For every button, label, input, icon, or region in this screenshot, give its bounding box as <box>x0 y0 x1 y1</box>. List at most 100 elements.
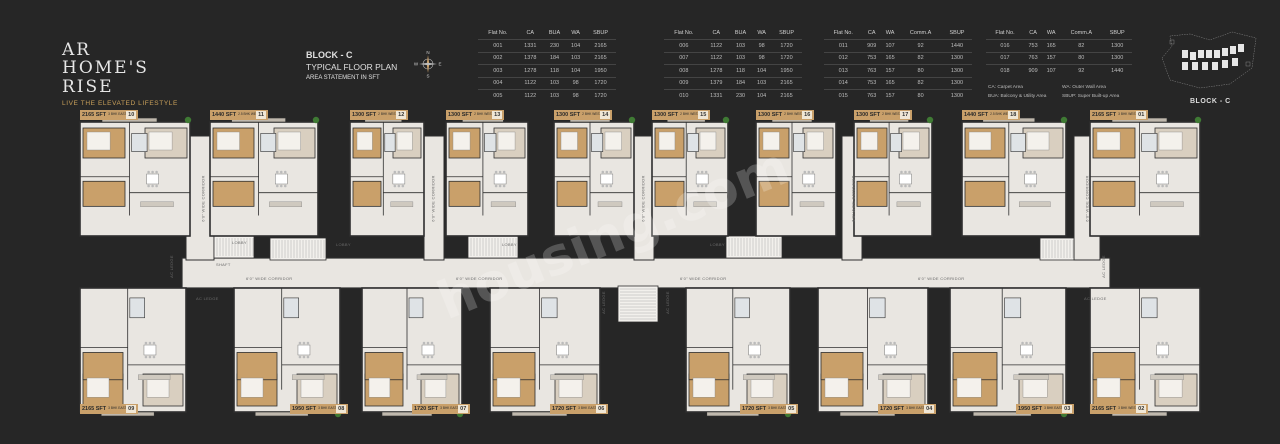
flat-unit <box>961 116 1068 237</box>
bedroom-floor <box>556 180 588 207</box>
bed <box>1022 377 1048 398</box>
chair <box>700 170 704 174</box>
table-cell: 103 <box>566 51 586 65</box>
bed <box>496 377 521 398</box>
flat-area: 1950 SFT <box>292 406 317 412</box>
flat-info: 3 BHK WEST <box>1118 406 1138 411</box>
tree <box>628 116 636 124</box>
flat-area: 1300 SFT <box>758 112 783 118</box>
table-header: SBUP <box>1109 29 1125 36</box>
table-cell: 013 <box>824 64 863 77</box>
compass-e: E <box>438 62 441 67</box>
flat-area: 1440 SFT <box>212 112 237 118</box>
dining-table <box>493 173 507 185</box>
chair <box>1157 355 1160 359</box>
bathroom <box>260 133 277 152</box>
legend-left: CA: Carpet Area BUA: Balcony & Utility A… <box>988 83 1046 101</box>
table-cell: 1278 <box>517 64 543 77</box>
chair <box>1165 184 1168 188</box>
bed <box>806 131 824 151</box>
chair <box>704 184 708 188</box>
bed <box>968 131 992 151</box>
bed <box>558 377 583 398</box>
flat-unit <box>209 116 320 237</box>
bed <box>497 131 516 151</box>
table-cell: 103 <box>542 89 567 102</box>
bed <box>396 131 413 151</box>
chair <box>561 341 564 345</box>
bed <box>452 131 471 151</box>
chair <box>885 355 888 359</box>
bathroom <box>484 133 497 152</box>
flat-info: 3 BHK EAST <box>108 406 127 411</box>
chair <box>885 341 888 345</box>
flat-number: 15 <box>698 111 709 119</box>
flat-unit <box>349 117 425 237</box>
table-cell: 763 <box>862 89 881 102</box>
bathroom <box>890 133 902 152</box>
bathroom <box>1010 133 1026 152</box>
chair <box>1161 355 1164 359</box>
flat-number: 16 <box>802 111 813 119</box>
chair <box>148 355 152 359</box>
bed <box>368 377 391 398</box>
dining-table <box>899 173 912 185</box>
table-cell: 184 <box>542 51 567 65</box>
corridor-label: AC LEDGE <box>168 255 174 278</box>
table-cell: 98 <box>566 76 586 90</box>
dining-table <box>748 344 761 356</box>
flat-unit <box>445 117 529 237</box>
bed <box>216 131 240 151</box>
table-cell: 103 <box>752 76 772 90</box>
bed <box>1096 131 1121 151</box>
bedroom-floor <box>758 180 790 207</box>
table-cell: 184 <box>728 76 753 90</box>
table-cell: 82 <box>899 51 942 65</box>
dining-table <box>392 173 406 185</box>
chair <box>1157 170 1160 174</box>
compass-n: N <box>426 50 429 55</box>
chair <box>561 355 564 359</box>
bathroom <box>1004 297 1022 319</box>
chair <box>298 355 302 359</box>
brand-logo: AR HOME'S RISE LIVE THE ELEVATED LIFESTY… <box>62 42 202 108</box>
bathroom <box>384 133 396 152</box>
table-cell: 1122 <box>517 89 543 102</box>
table-cell: 2165 <box>771 76 802 90</box>
bed <box>902 131 920 151</box>
flat-unit <box>1089 116 1202 237</box>
corridor-label: AC LEDGE <box>196 296 219 301</box>
corridor-label: LOBBY <box>710 242 725 247</box>
chair <box>151 184 154 188</box>
table-header: CA <box>712 29 721 36</box>
flat-number: 14 <box>600 111 611 119</box>
balcony <box>839 411 896 417</box>
table-cell: 104 <box>752 64 772 77</box>
bedroom-floor <box>654 180 685 207</box>
chair <box>893 341 896 345</box>
compass-icon: N E S W <box>414 50 442 78</box>
compass-w: W <box>414 62 419 67</box>
chair <box>275 184 279 188</box>
bedroom-floor <box>820 352 864 381</box>
chair <box>494 184 498 188</box>
flat-unit <box>1089 287 1201 417</box>
chair <box>900 184 903 188</box>
table-cell: 002 <box>478 51 518 65</box>
bedroom-floor <box>1092 180 1136 207</box>
chair <box>757 355 760 359</box>
chair <box>696 184 700 188</box>
corridor-label: LOBBY <box>502 242 517 247</box>
flat-info: 3 BHK EAST <box>108 112 127 117</box>
table-cell: 1950 <box>585 64 616 77</box>
table-header: WA <box>885 29 895 36</box>
